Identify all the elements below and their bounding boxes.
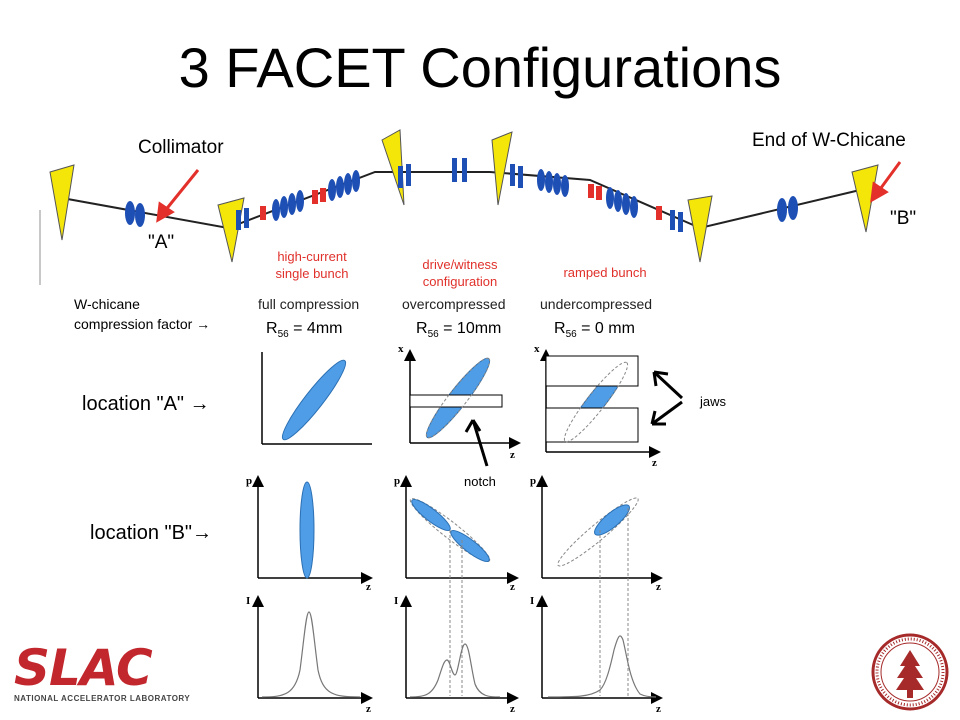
collimator-label: Collimator [138,137,224,158]
axis-p-b1: p [246,475,252,487]
plot-a1 [261,352,372,445]
axis-z-a2: z [510,449,515,461]
axis-z-b2: z [510,581,515,593]
dipole-group [260,184,662,220]
point-b-label: "B" [890,208,917,229]
plot-a2: x z [398,343,521,461]
stanford-seal-icon [871,633,949,711]
point-a-label: "A" [148,232,175,253]
axis-x-a3: x [534,343,540,355]
axis-i-c2: I [394,595,398,607]
bend-magnet-1 [49,164,75,241]
axis-z-c3: z [656,703,661,715]
axis-z-b1: z [366,581,371,593]
quadrupole-group [125,169,798,227]
bend-magnet-4 [491,131,513,206]
config-2-name: drive/witness configuration [422,257,498,289]
bend-magnet-5 [687,195,713,263]
location-b-label: location "B"→ [90,522,213,544]
plot-b1: p z [246,475,373,593]
notch-arrow [464,419,489,467]
plot-c1: I z [246,595,373,715]
axis-z-c2: z [510,703,515,715]
config-1-r56: R56 = 4mm [266,320,343,341]
axis-x-a2: x [398,343,404,355]
jaws-label: jaws [700,394,727,409]
jaws-arrows [650,370,684,426]
plot-c2: I z [394,595,519,715]
slac-logo-text: SLAC [14,639,153,697]
axis-z-c1: z [366,703,371,715]
config-2-r56: R56 = 10mm [416,320,502,341]
page-title: 3 FACET Configurations [178,36,782,99]
notch-label: notch [464,474,496,489]
compression-factor-label: W-chicane compression factor → [74,296,211,332]
axis-z-a3: z [652,457,657,469]
config-3-name: ramped bunch [563,265,647,280]
config-1-compression: full compression [258,296,360,312]
config-3-r56: R56 = 0 mm [554,320,635,341]
axis-i-c1: I [246,595,250,607]
plot-c3: I z [530,595,663,715]
beamline-diagram [39,129,902,285]
slac-logo-subtext: NATIONAL ACCELERATOR LABORATORY [14,694,191,703]
location-a-label: location "A" → [82,393,210,415]
config-2-compression: overcompressed [402,296,506,312]
axis-z-b3: z [656,581,661,593]
red-arrow-group [156,161,902,223]
slac-logo: SLAC NATIONAL ACCELERATOR LABORATORY [14,639,191,703]
config-1-name: high-current single bunch [275,249,349,281]
end-of-chicane-label: End of W-Chicane [752,130,906,151]
axis-p-b3: p [530,475,536,487]
config-3-compression: undercompressed [540,296,653,312]
axis-p-b2: p [394,475,400,487]
plot-a3: x z [534,343,661,469]
sextupole-group [236,158,683,232]
axis-i-c3: I [530,595,534,607]
plot-b3: p z [530,475,663,696]
plot-b2: p z [394,475,519,696]
